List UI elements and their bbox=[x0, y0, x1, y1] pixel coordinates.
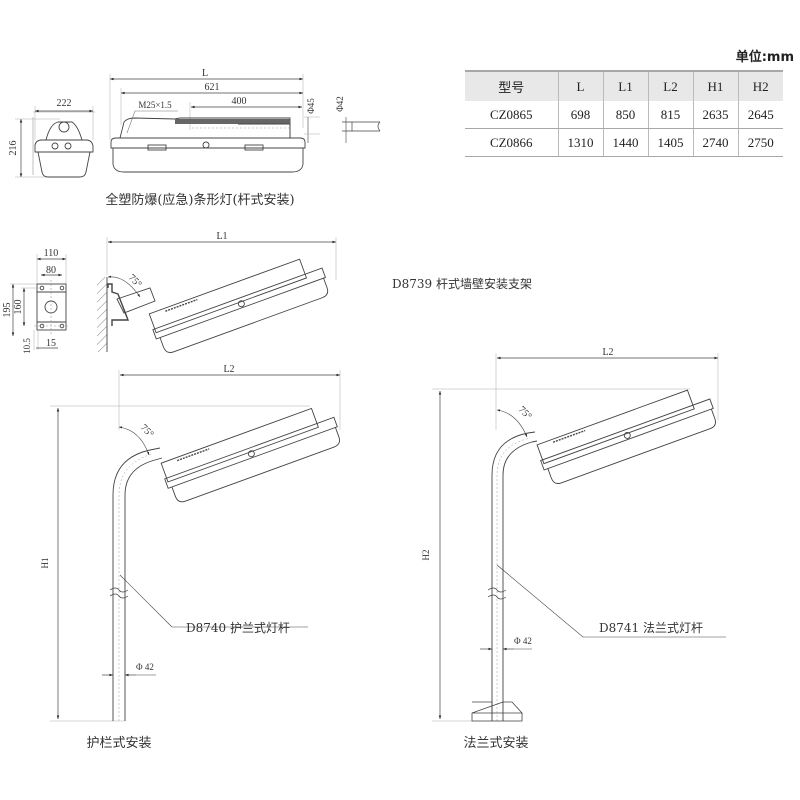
table-row: CZ0865 698 850 815 2635 2645 bbox=[465, 101, 783, 129]
guardrail-height-label: H1 bbox=[40, 558, 50, 569]
plate-height-label: 195 bbox=[2, 303, 13, 318]
guardrail-pole-label: D8740 护兰式灯杆 bbox=[186, 621, 290, 635]
guardrail-mount-view: L2 H1 75° Φ 42 D8740 护兰式灯杆 bbox=[40, 364, 341, 722]
length-621-label: 621 bbox=[205, 82, 220, 93]
length-400-label: 400 bbox=[232, 96, 247, 107]
flange-reach-label: L2 bbox=[602, 347, 613, 358]
end-width-label: 222 bbox=[57, 98, 72, 109]
header-model: 型号 bbox=[465, 70, 558, 101]
plate-width-label: 110 bbox=[44, 248, 59, 259]
guardrail-caption: 护栏式安装 bbox=[86, 736, 151, 751]
guardrail-angle-label: 75° bbox=[138, 422, 156, 440]
hole-spacing-y-label: 160 bbox=[13, 300, 24, 315]
header-l2: L2 bbox=[647, 70, 693, 101]
cell-h2: 2750 bbox=[737, 128, 783, 157]
flange-angle-label: 75° bbox=[516, 404, 534, 422]
end-view: 222 216 bbox=[8, 98, 95, 178]
flange-caption: 法兰式安装 bbox=[463, 736, 528, 751]
cell-model: CZ0866 bbox=[465, 128, 558, 157]
cell-l: 698 bbox=[557, 101, 603, 129]
cell-l: 1310 bbox=[557, 128, 603, 157]
header-h1: H1 bbox=[692, 70, 738, 101]
header-h2: H2 bbox=[737, 70, 783, 101]
reach-l1-label: L1 bbox=[216, 231, 227, 242]
flange-diameter-label: Φ 42 bbox=[514, 636, 532, 646]
flange-pole-label: D8741 法兰式灯杆 bbox=[599, 621, 703, 635]
cell-h1: 2740 bbox=[692, 128, 738, 157]
dia-45-label: Φ45 bbox=[306, 98, 316, 114]
wall-angle-label: 75° bbox=[126, 272, 144, 290]
wall-bracket-title: D8739 杆式墙壁安装支架 bbox=[392, 276, 532, 291]
cell-h1: 2635 bbox=[692, 101, 738, 129]
table-header-row: 型号 L L1 L2 H1 H2 bbox=[465, 70, 783, 101]
guardrail-reach-label: L2 bbox=[223, 364, 234, 375]
cell-l1: 1440 bbox=[602, 128, 648, 157]
guardrail-diameter-label: Φ 42 bbox=[136, 662, 154, 672]
thread-label: M25×1.5 bbox=[138, 100, 172, 110]
header-l: L bbox=[557, 70, 603, 101]
hole-spacing-x-label: 80 bbox=[46, 265, 56, 276]
cell-l2: 815 bbox=[647, 101, 693, 129]
cell-model: CZ0865 bbox=[465, 101, 558, 129]
table-row: CZ0866 1310 1440 1405 2740 2750 bbox=[465, 128, 783, 157]
cell-l1: 850 bbox=[602, 101, 648, 129]
offset-x-label: 15 bbox=[46, 338, 56, 349]
length-l-label: L bbox=[202, 68, 208, 79]
offset-y-label: 10.5 bbox=[22, 338, 32, 354]
wall-plate-view: 110 80 195 160 10.5 15 bbox=[2, 248, 70, 354]
flange-mount-view: L2 H2 75° Φ 42 D8741 法兰式灯杆 bbox=[421, 347, 726, 722]
unit-label: 单位:mm bbox=[735, 50, 794, 65]
flange-height-label: H2 bbox=[421, 550, 431, 561]
header-l1: L1 bbox=[602, 70, 648, 101]
top-caption: 全塑防爆(应急)条形灯(杆式安装) bbox=[105, 192, 294, 208]
cell-l2: 1405 bbox=[647, 128, 693, 157]
wall-mount-view: L1 75° bbox=[97, 231, 337, 353]
dia-42-label: Φ42 bbox=[335, 96, 345, 112]
end-height-label: 216 bbox=[8, 141, 19, 156]
side-view: L 621 400 M25×1.5 Φ45 Φ42 bbox=[109, 68, 381, 173]
spec-table: 型号 L L1 L2 H1 H2 CZ0865 698 850 815 2635… bbox=[465, 70, 783, 157]
cell-h2: 2645 bbox=[737, 101, 783, 129]
